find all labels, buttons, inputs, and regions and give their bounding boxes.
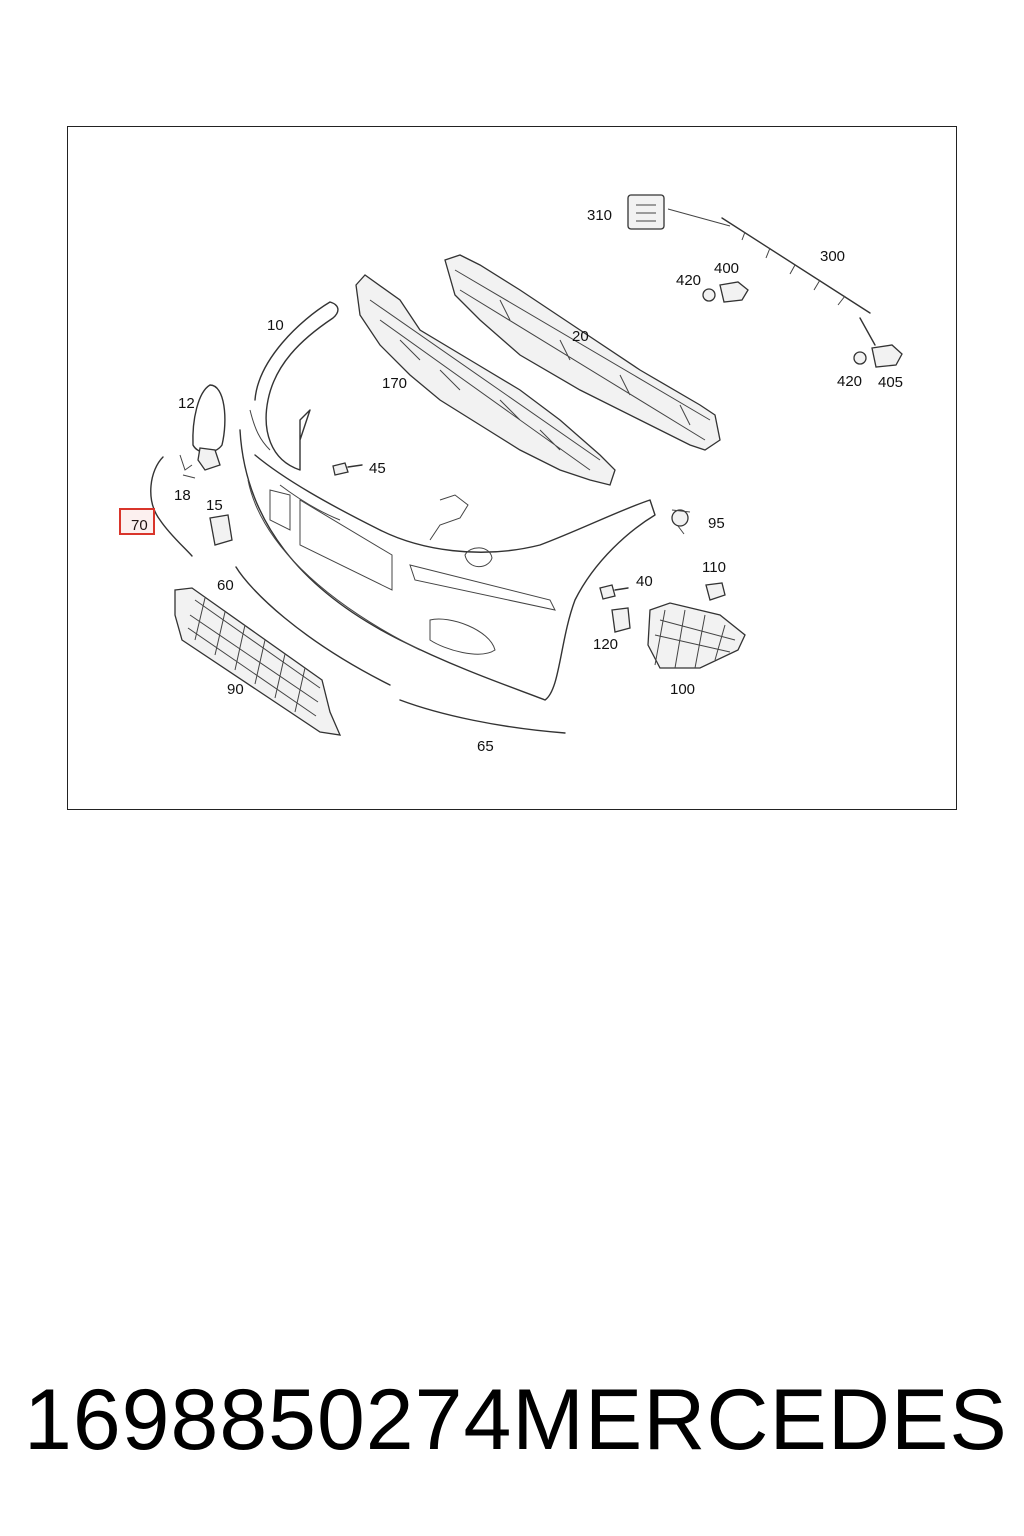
callout-100: 100 [670,681,695,698]
side-grille-part [647,602,746,669]
callout-170: 170 [382,375,407,392]
center-grille-part [174,587,342,736]
callout-45: 45 [369,460,386,477]
callout-95: 95 [708,515,725,532]
trim-strip-60-part [235,566,391,686]
part-number: 1698850274 [24,1371,513,1468]
footer-caption: 1698850274 MERCEDES [0,1360,1024,1480]
callout-65: 65 [477,738,494,755]
callout-10: 10 [267,317,284,334]
impact-absorber-part [355,274,616,486]
washer-cover-part [179,384,233,546]
callout-12: 12 [178,395,195,412]
callout-40: 40 [636,573,653,590]
bumper-beam-part [444,254,721,451]
callout-90: 90 [227,681,244,698]
highlight-box [119,508,155,535]
fastener-parts [332,462,726,633]
bumper-cover-part [239,301,656,701]
callout-110: 110 [702,559,726,576]
callout-60: 60 [217,577,234,594]
callout-120: 120 [593,636,618,653]
trim-strip-65-part [399,699,566,734]
callout-20: 20 [572,328,589,345]
callout-310: 310 [587,207,612,224]
callout-420-top: 420 [676,272,701,289]
parking-sensor-part [702,281,903,368]
brand-name: MERCEDES [512,1371,1008,1468]
bracket-part [627,194,731,230]
callout-420-bottom: 420 [837,373,862,390]
trim-strip-part [150,456,193,557]
wiring-harness-part [721,217,876,346]
callout-405: 405 [878,374,903,391]
callout-400: 400 [714,260,739,277]
callout-18: 18 [174,487,191,504]
callout-300: 300 [820,248,845,265]
diagram-frame [67,126,957,810]
callout-70: 70 [131,517,148,534]
callout-15: 15 [206,497,223,514]
